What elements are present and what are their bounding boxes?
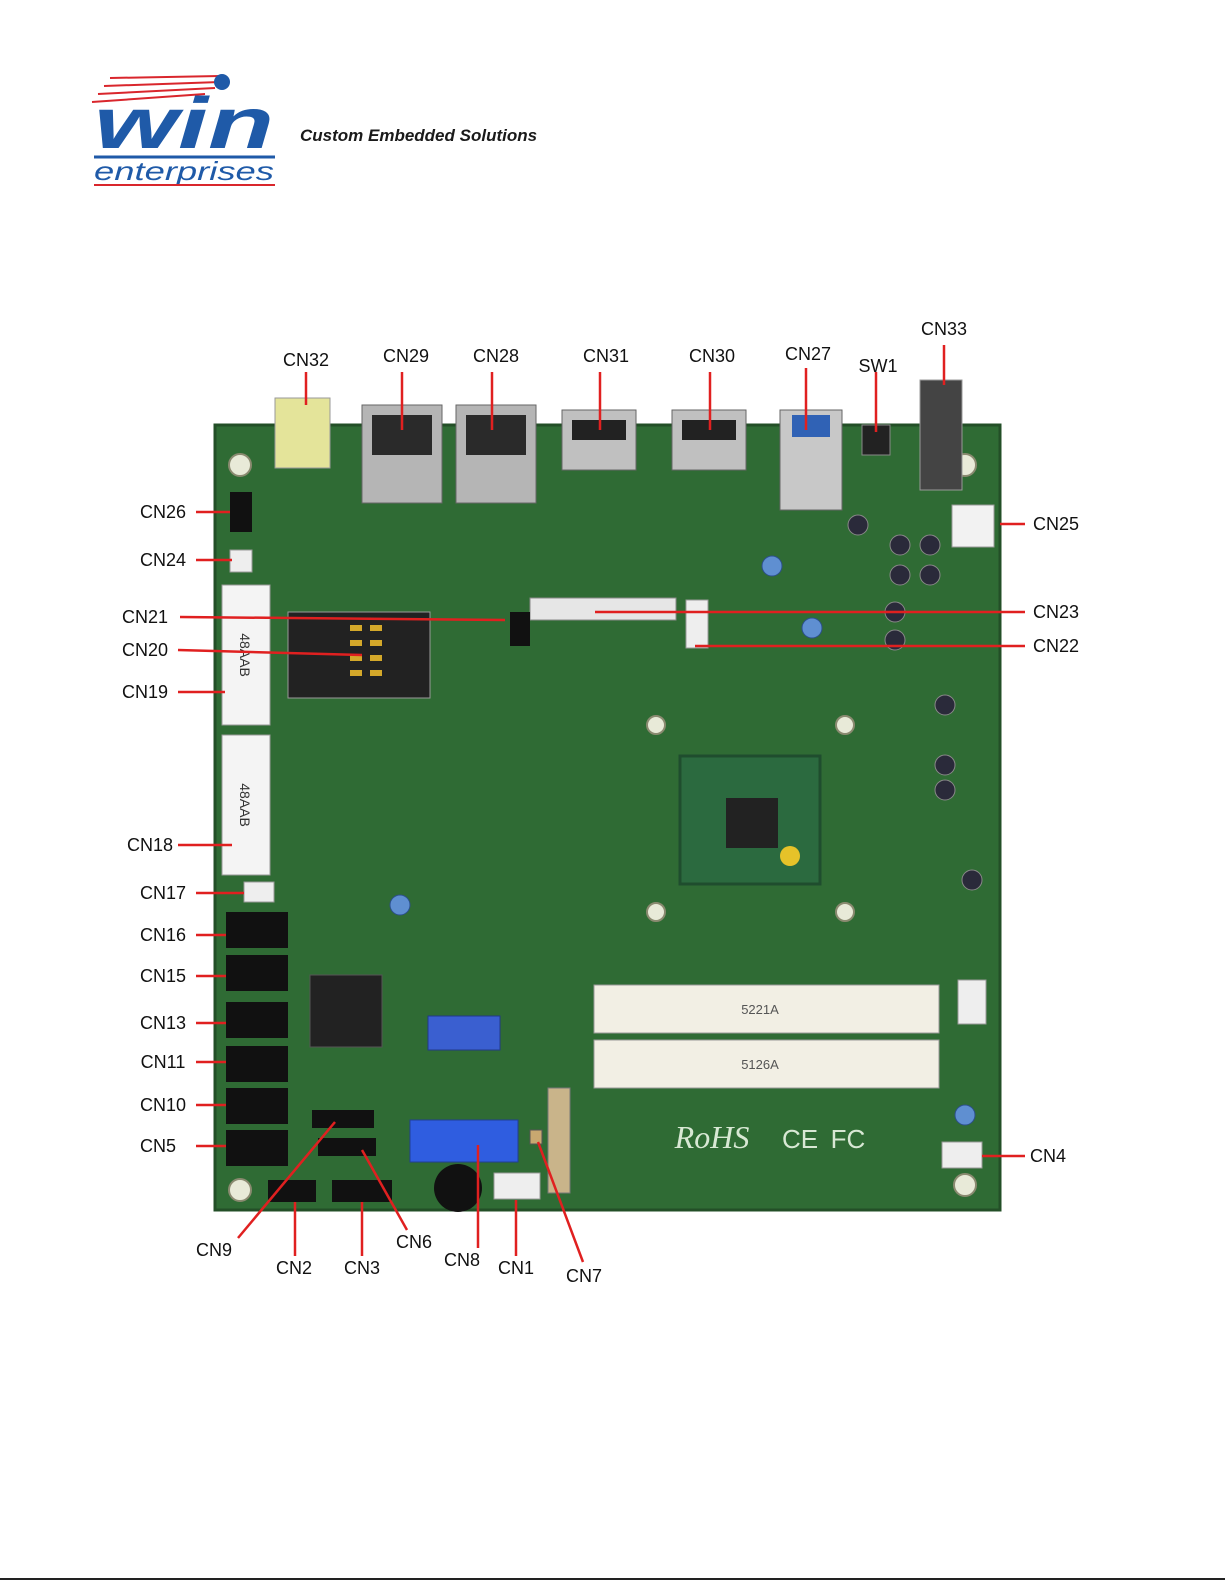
sodimm-lower-silkscreen: 5126A [741,1057,779,1072]
label-cn25: CN25 [1033,514,1079,534]
label-cn23: CN23 [1033,602,1079,622]
logo-win-text: win [94,84,274,164]
pcb-board [215,425,1000,1210]
cn21-header [510,612,530,646]
bottom-rule [0,1578,1225,1580]
cn10-connector [226,1088,288,1124]
label-cn18: CN18 [127,835,173,855]
label-cn32: CN32 [283,350,329,370]
mount-hole-icon [954,1174,976,1196]
cn8-usb-header [410,1120,518,1162]
label-sw1: SW1 [858,356,897,376]
sodimm-upper-silkscreen: 5221A [741,1002,779,1017]
label-cn26: CN26 [140,502,186,522]
cn4-connector [942,1142,982,1168]
cn7-jumper [530,1130,542,1144]
label-cn1: CN1 [498,1258,534,1278]
label-cn3: CN3 [344,1258,380,1278]
sata-connector [428,1016,500,1050]
label-cn16: CN16 [140,925,186,945]
right-connector [958,980,986,1024]
label-cn30: CN30 [689,346,735,366]
label-cn15: CN15 [140,966,186,986]
label-cn7: CN7 [566,1266,602,1286]
cn24-connector [230,550,252,572]
label-cn27: CN27 [785,344,831,364]
label-cn28: CN28 [473,346,519,366]
cn28-rj45-port [466,415,526,455]
cn3-header [332,1180,392,1202]
label-cn8: CN8 [444,1250,480,1270]
cn23-lvds-connector [530,598,676,620]
label-cn20: CN20 [122,640,168,660]
cn6-header [318,1138,376,1156]
cn25-power [952,505,994,547]
cn13-connector [226,1002,288,1038]
tagline: Custom Embedded Solutions [300,126,537,146]
cn17-connector [244,882,274,902]
label-cn21: CN21 [122,607,168,627]
label-cn22: CN22 [1033,636,1079,656]
mount-hole-icon [647,903,665,921]
cn5-connector [226,1130,288,1166]
mount-hole-icon [229,1179,251,1201]
mount-hole-icon [836,716,854,734]
label-cn2: CN2 [276,1258,312,1278]
label-cn9: CN9 [196,1240,232,1260]
label-cn10: CN10 [140,1095,186,1115]
label-cn17: CN17 [140,883,186,903]
mount-hole-icon [229,454,251,476]
label-cn24: CN24 [140,550,186,570]
label-cn13: CN13 [140,1013,186,1033]
cn27-usb-port [792,415,830,437]
slot-lower-silkscreen: 48AAB [237,783,253,827]
mount-hole-icon [647,716,665,734]
fc-mark: FC [831,1124,866,1154]
label-cn5: CN5 [140,1136,176,1156]
controller-chip [310,975,382,1047]
label-cn11: CN11 [141,1052,186,1072]
label-cn6: CN6 [396,1232,432,1252]
buzzer-icon [434,1164,482,1212]
cpu-marker-icon [780,846,800,866]
board-diagram: 48AAB 48AAB 5221A 5126A RoHS CE FC [0,300,1225,1290]
cn32-audio-jack [275,398,330,468]
label-cn19: CN19 [122,682,168,702]
cn9-header [312,1110,374,1128]
logo-enterprises-text: enterprises [94,156,274,186]
cn11-connector [226,1046,288,1082]
rohs-mark: RoHS [674,1119,750,1155]
label-cn33: CN33 [921,319,967,339]
label-cn31: CN31 [583,346,629,366]
label-cn29: CN29 [383,346,429,366]
label-cn4: CN4 [1030,1146,1066,1166]
cn1-connector [494,1173,540,1199]
cn16-connector [226,912,288,948]
cpu-die [726,798,778,848]
ce-mark: CE [782,1124,818,1154]
cn15-connector [226,955,288,991]
slot-upper-silkscreen: 48AAB [237,633,253,677]
cn33-dc-jack [920,380,962,490]
cn26-header [230,492,252,532]
mount-hole-icon [836,903,854,921]
cn22-connector [686,600,708,648]
cn2-header [268,1180,316,1202]
